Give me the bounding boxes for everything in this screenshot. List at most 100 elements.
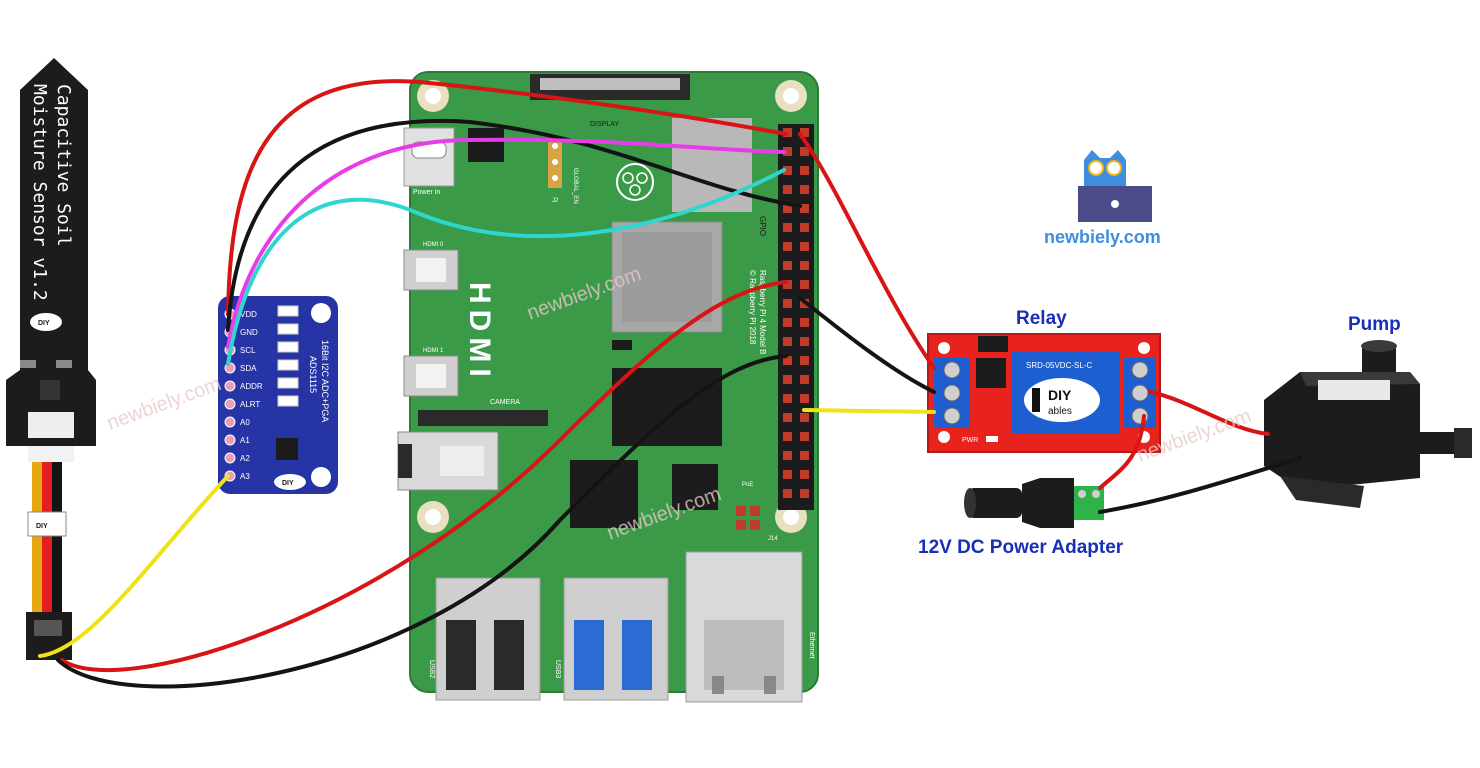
relay-spec-line1: SRD-05VDC-SL-C — [1026, 361, 1092, 370]
adc-smd-components — [277, 305, 299, 407]
gpio-label: GPIO — [758, 216, 767, 236]
gpio-pin — [800, 375, 809, 384]
adc-pin-label: VDD — [240, 310, 257, 319]
usb3-port: USB3 — [554, 577, 669, 701]
svg-text:HDMI 1: HDMI 1 — [423, 348, 444, 354]
gpio-pin — [800, 166, 809, 175]
wire-relay-in — [802, 408, 936, 414]
gpio-pin — [783, 318, 792, 327]
ethernet-port: Ethernet — [685, 551, 815, 703]
adc-pin-label: GND — [240, 328, 258, 337]
hdmi-silkscreen: HDMI — [463, 282, 496, 383]
global-en-label: GLOBAL_EN — [572, 168, 578, 204]
pump-label: Pump — [1348, 314, 1401, 335]
adc-pin-a1 — [224, 434, 236, 446]
gpio-pin — [783, 375, 792, 384]
gpio-pin — [783, 432, 792, 441]
model-line1: Raspberry Pi 4 Model B — [758, 270, 767, 354]
relay-pwr-label: PWR — [962, 437, 978, 444]
adc-pin-a0 — [224, 416, 236, 428]
svg-text:DIY: DIY — [38, 320, 50, 327]
gpio-pin — [783, 413, 792, 422]
gpio-pin — [783, 356, 792, 365]
svg-text:DIY: DIY — [282, 480, 294, 487]
poe-header — [736, 506, 760, 530]
wire-adc-gnd — [226, 118, 802, 332]
svg-text:USB2: USB2 — [428, 660, 435, 678]
gpio-pin — [800, 337, 809, 346]
wire-pump-pos — [1148, 390, 1270, 436]
adc-pin-label: A2 — [240, 454, 250, 463]
svg-text:HDMI 0: HDMI 0 — [423, 242, 444, 248]
gpio-pin — [800, 356, 809, 365]
gpio-pin — [783, 166, 792, 175]
soil-moisture-sensor: Capacitive Soil Moisture Sensor v1.2 DIY… — [6, 58, 96, 660]
gpio-pin — [783, 147, 792, 156]
wire-adc-sda — [226, 168, 786, 366]
gpio-pin — [783, 280, 792, 289]
usb2-port: USB2 — [428, 577, 541, 701]
gpio-pin — [783, 489, 792, 498]
j2-label: J2 — [552, 198, 559, 204]
camera-label: CAMERA — [490, 399, 520, 406]
sensor-name-line2: Moisture Sensor v1.2 — [29, 84, 50, 301]
model-line2: © Raspberry Pi 2018 — [748, 270, 757, 345]
adc-pin-addr — [224, 380, 236, 392]
adc-pin-label: ALRT — [240, 400, 260, 409]
adc-pin-label: A3 — [240, 472, 250, 481]
gpio-pin — [800, 261, 809, 270]
raspberry-logo-icon — [616, 163, 654, 201]
display-label: DISPLAY — [590, 121, 619, 128]
wire-sensor-vcc — [60, 280, 788, 673]
poe-label: PoE — [742, 482, 753, 488]
gpio-pin — [783, 394, 792, 403]
wire-adc-scl — [226, 137, 786, 349]
svg-text:DIY: DIY — [36, 523, 48, 530]
gpio-pin — [800, 185, 809, 194]
wires — [38, 79, 1302, 689]
cable-diy-label-icon: DIY — [27, 511, 67, 537]
gpio-pin — [800, 451, 809, 460]
svg-text:Ethernet: Ethernet — [808, 632, 815, 659]
wire-adc-vdd — [226, 79, 788, 316]
svg-text:ables: ables — [1048, 406, 1072, 417]
gpio-pin — [800, 394, 809, 403]
hdmi0-port: HDMI 0 — [403, 242, 459, 291]
relay-module: SRD-05VDC-SL-C DIY ables PWR — [927, 333, 1161, 453]
adc-pin-a2 — [224, 452, 236, 464]
gpio-pin — [800, 128, 809, 137]
newbiely-owl-logo-icon — [1078, 150, 1152, 222]
dc-power-adapter — [964, 478, 1104, 528]
gpio-pin — [800, 280, 809, 289]
gpio-pin — [800, 318, 809, 327]
water-pump — [1264, 340, 1472, 508]
gpio-pin — [800, 204, 809, 213]
adapter-label: 12V DC Power Adapter — [918, 537, 1124, 558]
gpio-header — [778, 124, 814, 510]
adc-title-line1: 16Bit I2C ADC+PGA — [320, 340, 330, 422]
gpio-pin — [783, 299, 792, 308]
relay-label: Relay — [1016, 308, 1067, 329]
j14-label: J14 — [768, 536, 778, 542]
gpio-pin — [783, 128, 792, 137]
adc-title-line2: ADS1115 — [308, 356, 318, 393]
wire-sensor-aout — [38, 474, 230, 658]
gpio-pin — [800, 223, 809, 232]
wire-relay-vcc — [798, 132, 936, 370]
wire-adapter-gnd — [1098, 456, 1302, 514]
gpio-pin — [783, 223, 792, 232]
adc-pin-label: SDA — [240, 364, 257, 373]
adc-pin-alrt — [224, 398, 236, 410]
svg-text:USB3: USB3 — [554, 660, 561, 678]
gpio-pin — [800, 242, 809, 251]
sensor-diy-logo-icon: DIY — [30, 313, 62, 331]
gpio-pin — [783, 451, 792, 460]
gpio-pin — [783, 204, 792, 213]
wire-relay-gnd — [798, 296, 936, 394]
gpio-pin — [783, 261, 792, 270]
gpio-pin — [783, 337, 792, 346]
raspberry-pi-board: DISPLAY Power in GLOBAL_EN J2 HDMI HDMI … — [397, 71, 819, 703]
